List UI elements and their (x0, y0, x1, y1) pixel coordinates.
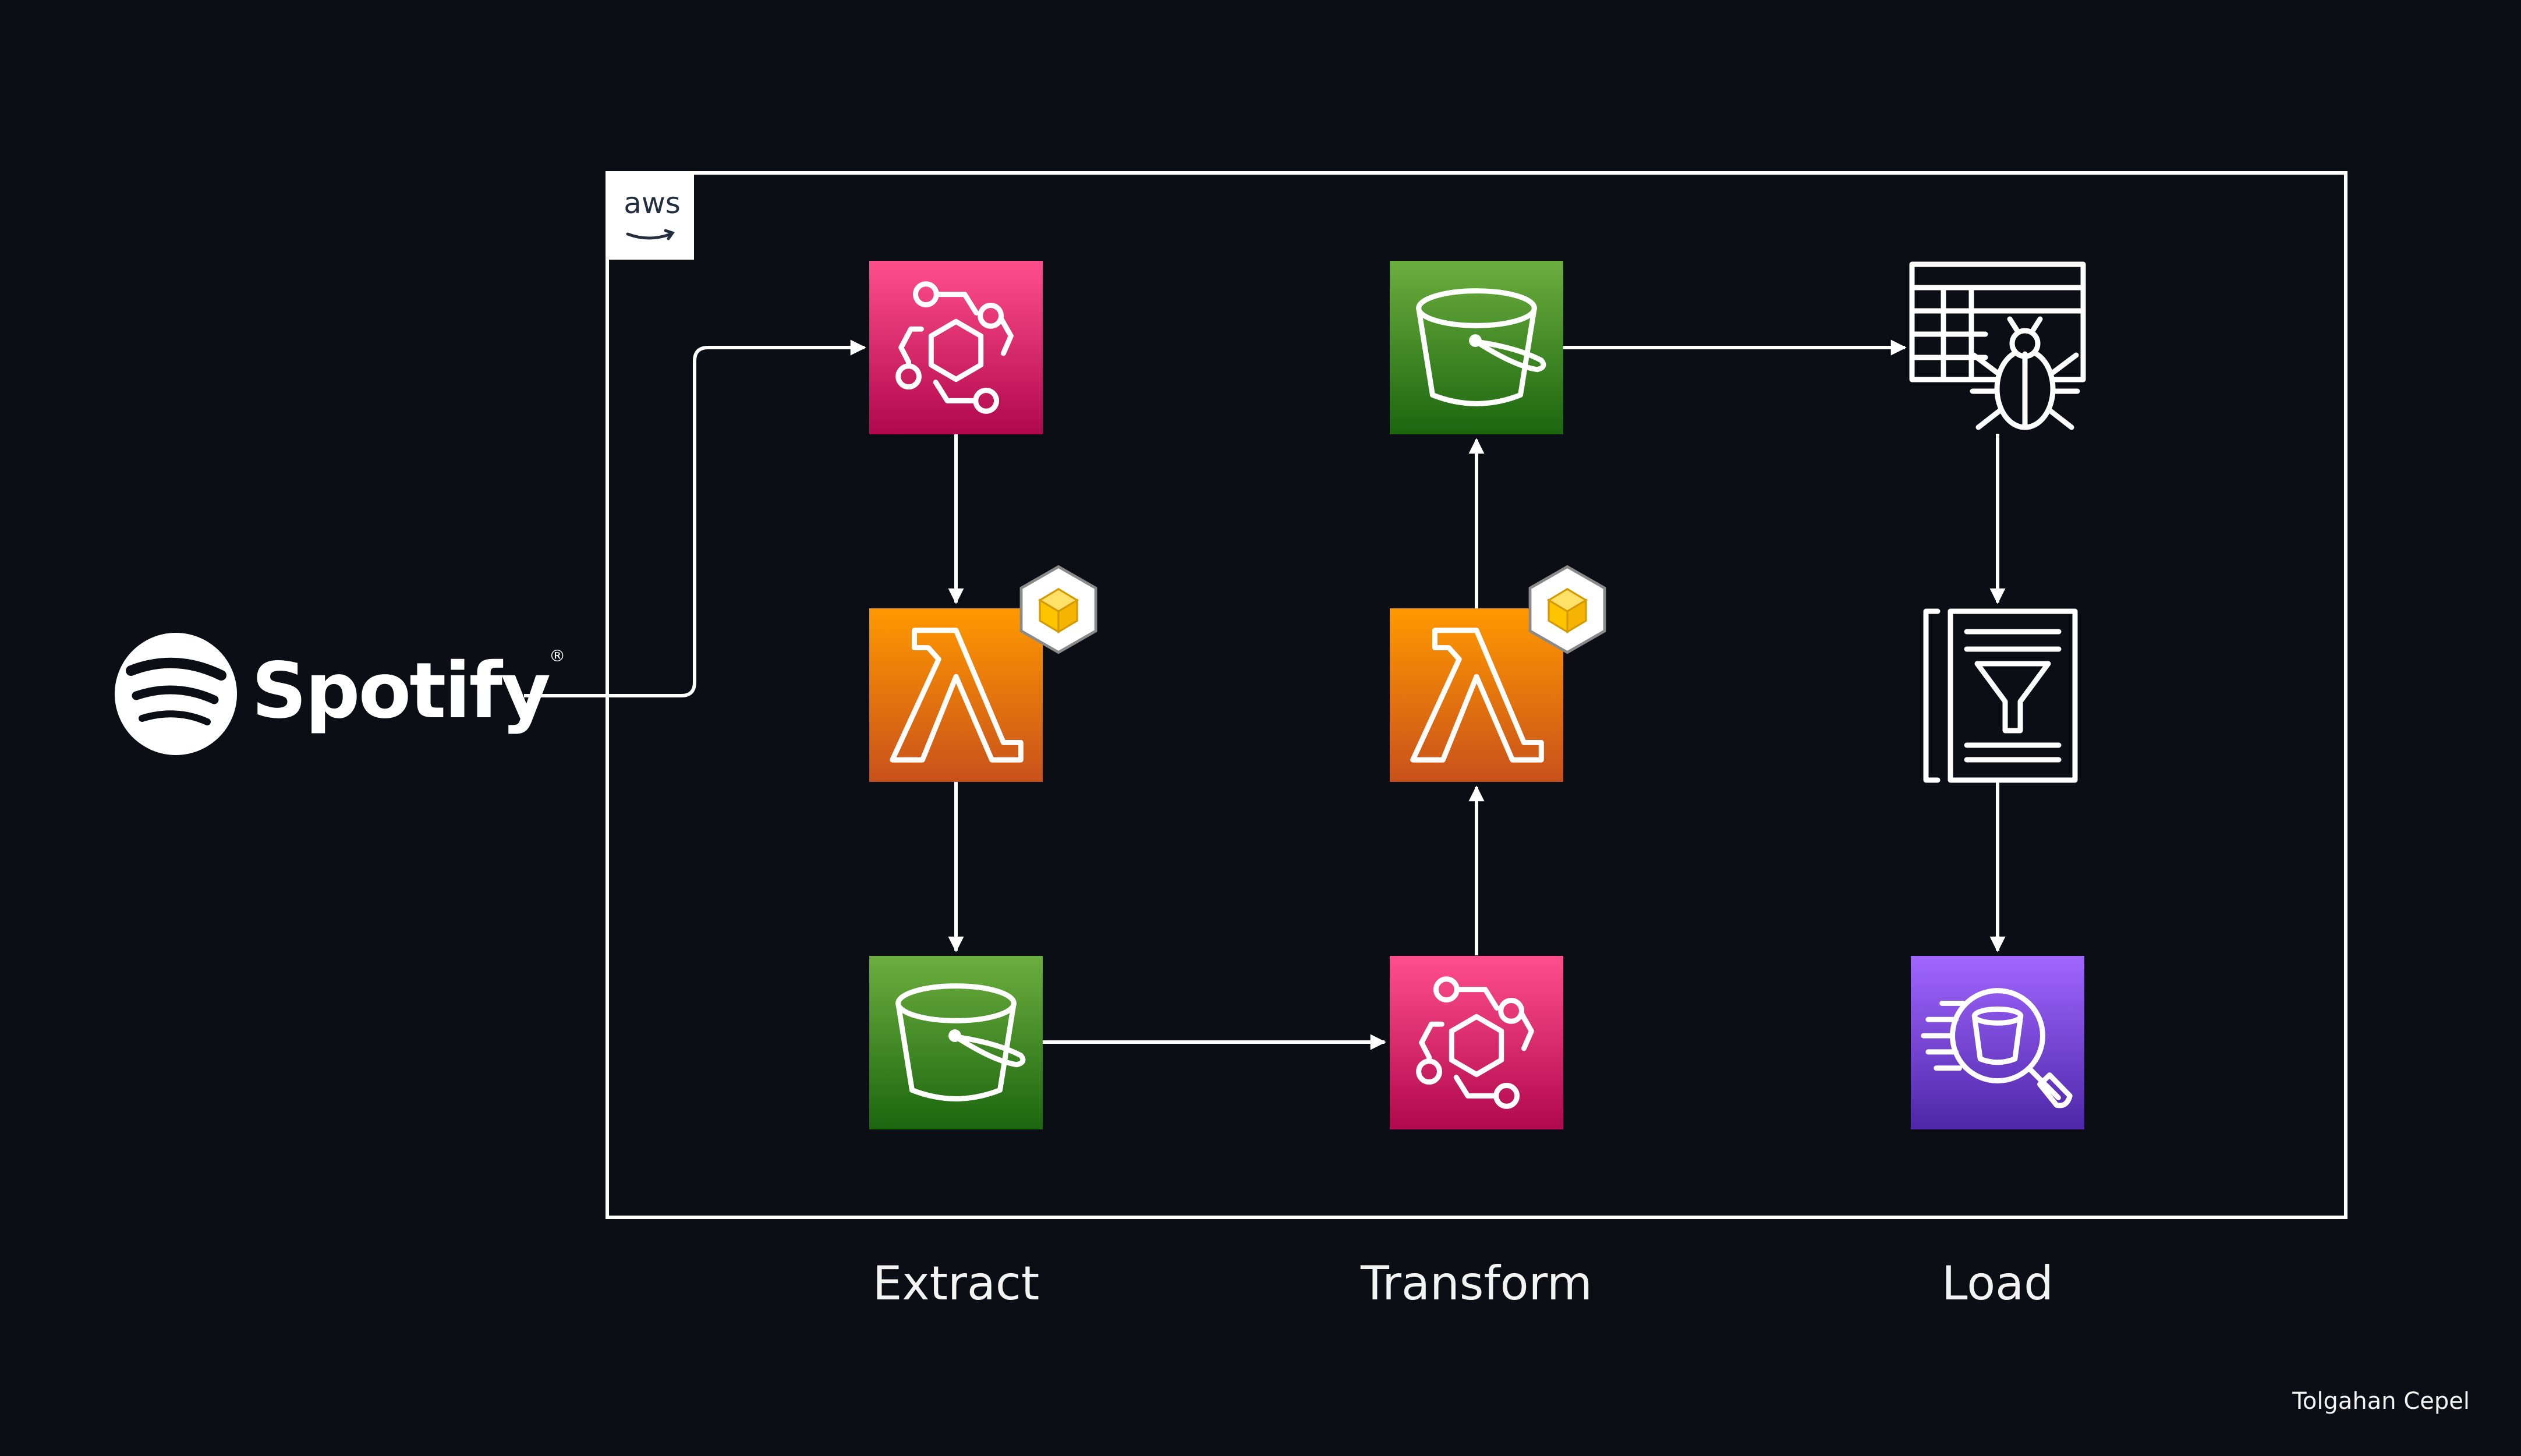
edge-spotify-to-eventbridge (524, 339, 866, 697)
s3-bucket-icon (869, 956, 1043, 1129)
aws-logo (609, 175, 694, 260)
glue-crawler-icon (1909, 261, 2086, 430)
stage-label-extract: Extract (872, 1256, 1040, 1310)
author-credit: Tolgahan Cepel (2292, 1388, 2470, 1415)
eventbridge-icon (1390, 956, 1563, 1129)
stage-label-transform: Transform (1361, 1256, 1592, 1310)
stage-label-load: Load (1942, 1256, 2053, 1310)
registered-mark: ® (549, 646, 565, 665)
aws-logo-arrowhead (664, 229, 675, 240)
spotify-wordmark: Spotify® (252, 646, 565, 736)
lambda-icon (869, 608, 1043, 782)
eventbridge-icon (869, 261, 1043, 434)
s3-bucket-icon (1390, 261, 1563, 434)
athena-icon (1911, 956, 2084, 1129)
aws-logo-text: aws (624, 186, 681, 220)
spotify-logo-icon (115, 633, 237, 755)
glue-data-catalog-icon (1923, 608, 2078, 783)
spotify-brand: Spotify (252, 646, 551, 736)
aws-logo-smile (626, 232, 672, 240)
